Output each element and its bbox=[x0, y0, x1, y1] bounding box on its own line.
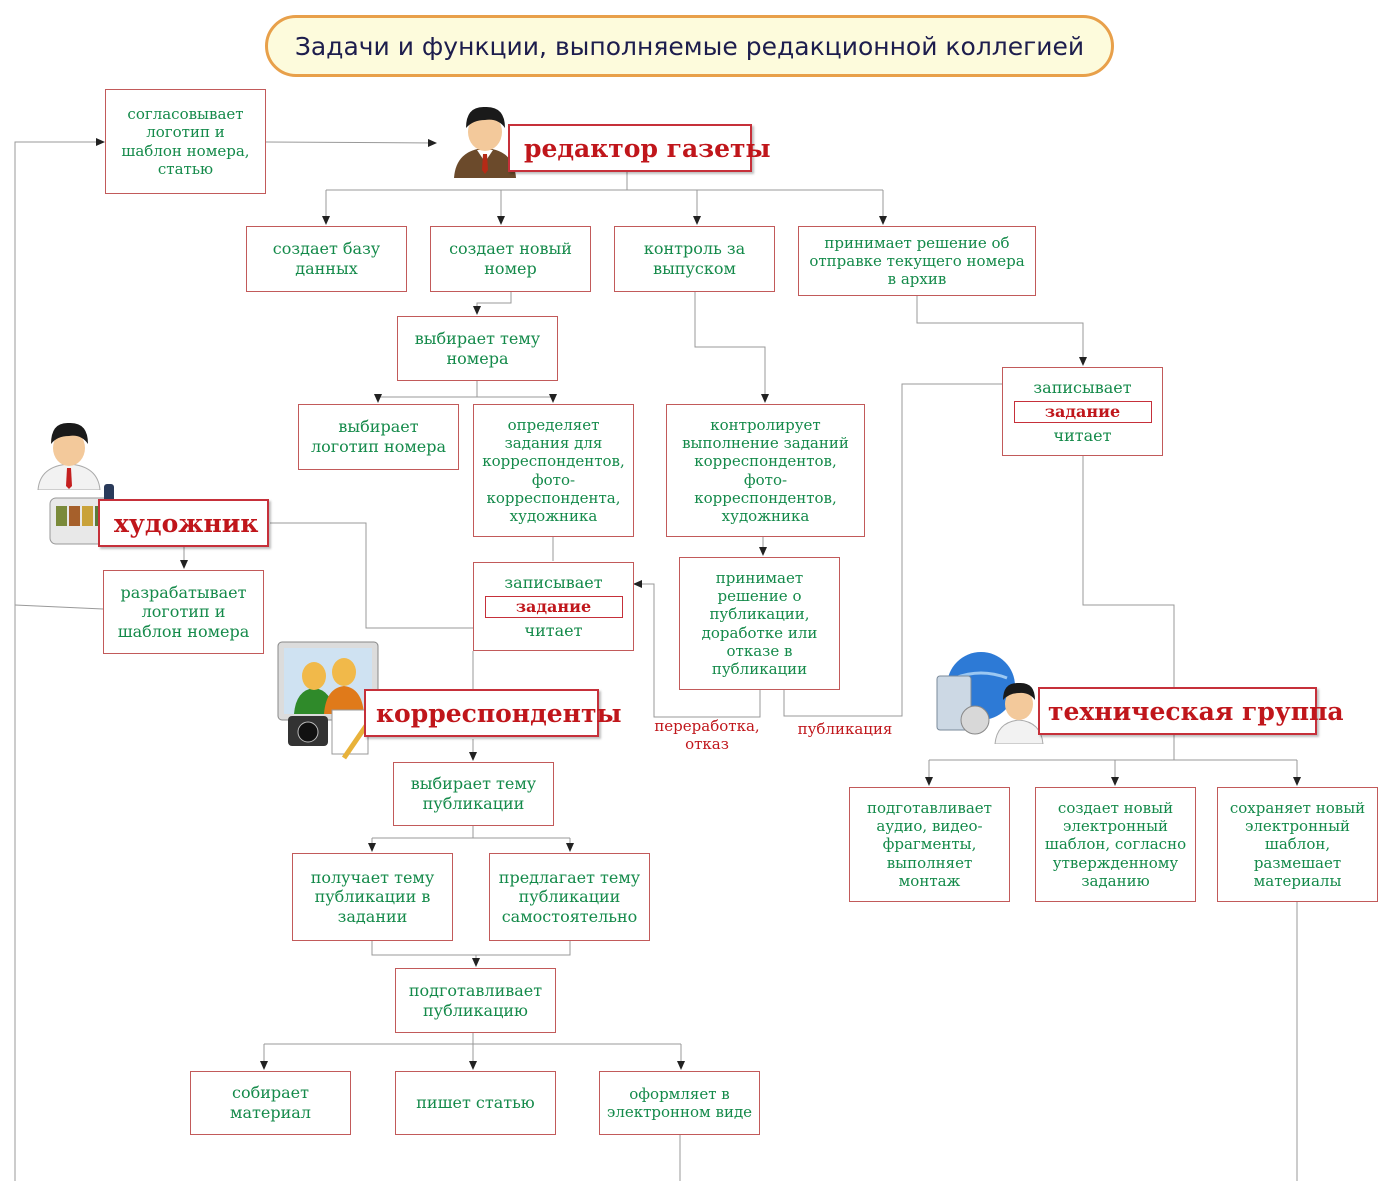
correspondents-icon bbox=[277, 641, 379, 760]
task-box-center: записывает задание читает bbox=[473, 562, 634, 651]
node-creates-issue: создает новый номер bbox=[430, 226, 591, 292]
task-box-right: записывает задание читает bbox=[1002, 367, 1163, 456]
task-box-center-task: задание bbox=[484, 595, 623, 618]
role-correspondents: корреспонденты bbox=[364, 689, 622, 737]
node-writes: пишет статью bbox=[395, 1071, 556, 1135]
node-archive-decision: принимает решение об отправке текущего н… bbox=[798, 226, 1036, 296]
node-choose-issue-theme: выбирает тему номера bbox=[397, 316, 558, 381]
node-control-tasks: контролирует выполнение заданий корреспо… bbox=[666, 404, 865, 537]
node-pub-decision: принимает решение о публикации, доработк… bbox=[679, 557, 840, 690]
role-artist: художник bbox=[98, 499, 269, 547]
node-control-release: контроль за выпуском bbox=[614, 226, 775, 292]
node-agrees-logo: согласовывает логотип и шаблон номера, с… bbox=[105, 89, 266, 194]
node-choose-logo: выбирает логотип номера bbox=[298, 404, 459, 470]
node-gets-theme: получает тему публикации в задании bbox=[292, 853, 453, 941]
role-editor: редактор газеты bbox=[508, 124, 771, 172]
diagram-title: Задачи и функции, выполняемые редакционн… bbox=[265, 15, 1114, 77]
node-creates-db: создает базу данных bbox=[246, 226, 407, 292]
task-box-center-reads: читает bbox=[524, 620, 583, 640]
node-develops-logo: разрабатывает логотип и шаблон номера bbox=[103, 570, 264, 654]
edge-label-rework: переработка, отказ bbox=[654, 717, 760, 753]
editor-person-icon bbox=[454, 106, 516, 178]
node-formats: оформляет в электронном виде bbox=[599, 1071, 760, 1135]
agree-to-editor-line bbox=[265, 138, 437, 147]
task-box-right-reads: читает bbox=[1053, 425, 1112, 445]
node-prepares-av: подготавливает аудио, видео- фрагменты, … bbox=[849, 787, 1010, 902]
task-box-center-writes: записывает bbox=[504, 572, 603, 592]
task-box-right-writes: записывает bbox=[1033, 377, 1132, 397]
artist-to-left-line bbox=[14, 604, 104, 610]
node-define-tasks: определяет задания для корреспондентов, … bbox=[473, 404, 634, 537]
artist-person-icon bbox=[37, 422, 101, 490]
node-proposes-theme: предлагает тему публикации самостоятельн… bbox=[489, 853, 650, 941]
role-tech-group: техническая группа bbox=[1038, 687, 1344, 735]
edge-label-publication: публикация bbox=[797, 720, 893, 738]
node-collects: собирает материал bbox=[190, 1071, 351, 1135]
node-prepares-pub: подготавливает публикацию bbox=[395, 968, 556, 1033]
node-creates-template: создает новый электронный шаблон, соглас… bbox=[1035, 787, 1196, 902]
tech-group-icon bbox=[936, 652, 1044, 744]
node-choose-pub-theme: выбирает тему публикации bbox=[393, 762, 554, 826]
left-feedback-line bbox=[14, 138, 105, 1181]
task-box-right-task: задание bbox=[1013, 400, 1152, 423]
node-saves-template: сохраняет новый электронный шаблон, разм… bbox=[1217, 787, 1378, 902]
